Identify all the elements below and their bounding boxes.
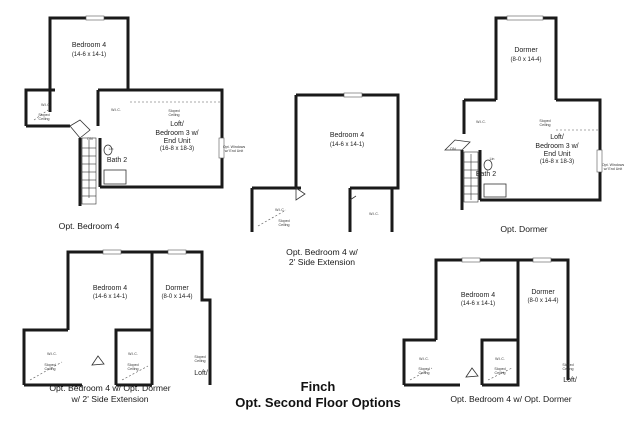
sloped-label: Sloped xyxy=(418,367,429,371)
dormer-dimension: (8-0 x 14-4) xyxy=(161,294,192,300)
dormer-dimension: (8-0 x 14-4) xyxy=(510,57,541,63)
windows-note: Opt. Windows xyxy=(223,145,246,149)
bedroom-label: Bedroom 4 xyxy=(72,42,106,49)
bedroom-label: Bedroom 4 xyxy=(93,285,127,292)
ceiling-label: Ceiling xyxy=(45,367,56,371)
loft-dimension: (16-8 x 18-3) xyxy=(160,146,194,152)
bedroom-dimension: (14-6 x 14-1) xyxy=(330,142,364,148)
bath-label: Bath 2 xyxy=(107,157,127,164)
bedroom-dimension: (14-6 x 14-1) xyxy=(93,294,127,300)
sloped-label: Sloped xyxy=(38,113,49,117)
sloped-label: Sloped xyxy=(539,119,550,123)
tub-icon xyxy=(103,169,127,185)
ceiling-label: Ceiling xyxy=(563,367,574,371)
dormer-label: Dormer xyxy=(165,285,189,292)
plan-caption: 2' Side Extension xyxy=(289,257,355,267)
ceiling-label: Ceiling xyxy=(495,371,506,375)
plan-caption: Opt. Bedroom 4 w/ xyxy=(286,247,358,257)
loft-label: Bedroom 3 w/ xyxy=(535,143,578,150)
bath-label: Bath 2 xyxy=(476,171,496,178)
stairs-icon xyxy=(463,151,479,203)
title-finch: Finch xyxy=(301,379,336,394)
sloped-label: Sloped xyxy=(494,367,505,371)
bedroom-label: Bedroom 4 xyxy=(461,292,495,299)
sloped-label: Sloped xyxy=(127,363,138,367)
bedroom-dimension: (14-6 x 14-1) xyxy=(461,301,495,307)
wic-label: W.I.C. xyxy=(476,120,486,124)
sloped-label: Sloped xyxy=(278,219,289,223)
loft-label: Loft/ xyxy=(194,370,208,377)
windows-note: Opt. Windows xyxy=(602,163,625,167)
plan-caption: Opt. Bedroom 4 w/ Opt. Dormer xyxy=(49,383,170,393)
ceiling-label: Ceiling xyxy=(39,117,50,121)
plan-bedroom-4-dormer-side-extension: Bedroom 4 (14-6 x 14-1) Dormer (8-0 x 14… xyxy=(22,249,212,404)
dormer-dimension: (8-0 x 14-4) xyxy=(527,298,558,304)
sloped-label: Sloped xyxy=(168,109,179,113)
ceiling-label: Ceiling xyxy=(279,223,290,227)
loft-dimension: (16-8 x 18-3) xyxy=(540,159,574,165)
windows-note: w/ End Unit xyxy=(604,167,622,171)
ceiling-label: Ceiling xyxy=(169,113,180,117)
loft-label: End Unit xyxy=(164,138,191,145)
toilet-icon xyxy=(483,159,493,171)
sloped-label: Sloped xyxy=(562,363,573,367)
loft-label: Loft/ xyxy=(550,134,564,141)
dormer-label: Dormer xyxy=(531,289,555,296)
linen-label: Lin xyxy=(490,157,495,161)
wic-label: W.I.C. xyxy=(41,103,51,107)
wic-label: W.I.C. xyxy=(111,108,121,112)
loft-label: End Unit xyxy=(544,151,571,158)
toilet-icon xyxy=(103,144,113,156)
plan-caption: w/ 2' Side Extension xyxy=(70,394,148,404)
plan-bedroom-4-dormer: Bedroom 4 (14-6 x 14-1) Dormer (8-0 x 14… xyxy=(402,257,577,404)
plan-opt-dormer: Dormer (8-0 x 14-4) W.I.C. Sloped Ceilin… xyxy=(444,15,625,234)
windows-note: w/ End Unit xyxy=(225,149,243,153)
document-title: Finch Opt. Second Floor Options xyxy=(235,379,400,410)
wic-label: W.I.C. xyxy=(369,212,379,216)
down-label: DN xyxy=(450,147,456,151)
dormer-label: Dormer xyxy=(514,47,538,54)
ceiling-label: Ceiling xyxy=(540,123,551,127)
loft-label: Loft/ xyxy=(563,377,577,384)
sloped-label: Sloped xyxy=(194,355,205,359)
wic-label: W.I.C. xyxy=(128,352,138,356)
loft-label: Bedroom 3 w/ xyxy=(155,130,198,137)
wic-label: W.I.C. xyxy=(275,208,285,212)
down-label: DN xyxy=(87,137,93,141)
wic-label: W.I.C. xyxy=(419,357,429,361)
wic-label: W.I.C. xyxy=(47,352,57,356)
loft-label: Loft/ xyxy=(170,121,184,128)
plan-opt-bedroom-4-side-extension: Bedroom 4 (14-6 x 14-1) W.I.C. Sloped Ce… xyxy=(250,92,400,267)
stairs-icon xyxy=(81,137,97,205)
linen-label: Lin xyxy=(109,147,114,151)
bedroom-dimension: (14-6 x 14-1) xyxy=(72,52,106,58)
plan-opt-bedroom-4: Bedroom 4 (14-6 x 14-1) W.I.C. Sloped Ce… xyxy=(24,15,246,231)
sloped-label: Sloped xyxy=(44,363,55,367)
wic-label: W.I.C. xyxy=(495,357,505,361)
plan-caption: Opt. Dormer xyxy=(500,224,547,234)
ceiling-label: Ceiling xyxy=(195,359,206,363)
plan-caption: Opt. Bedroom 4 w/ Opt. Dormer xyxy=(450,394,571,404)
ceiling-label: Ceiling xyxy=(419,371,430,375)
tub-icon xyxy=(483,183,507,198)
ceiling-label: Ceiling xyxy=(128,367,139,371)
plan-caption: Opt. Bedroom 4 xyxy=(59,221,120,231)
bedroom-label: Bedroom 4 xyxy=(330,132,364,139)
title-options: Opt. Second Floor Options xyxy=(235,395,400,410)
